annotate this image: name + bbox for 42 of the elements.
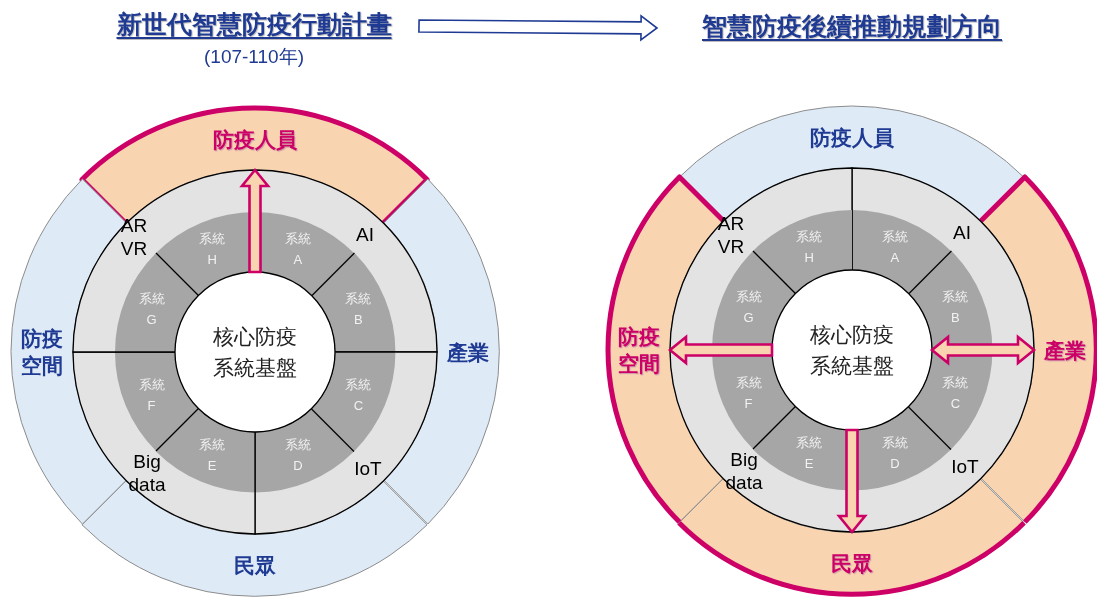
block-arrow <box>929 334 1037 366</box>
system-label: 系統 D <box>880 434 909 474</box>
title: 智慧防疫後續推動規劃方向 <box>702 11 1002 42</box>
system-label: 系統 E <box>795 434 824 474</box>
core-label: 核心防疫系統基盤 <box>809 322 895 379</box>
block-arrow <box>239 167 271 274</box>
technology-label: Big data <box>724 448 764 494</box>
system-label: 系統 H <box>198 229 227 269</box>
system-label: 系統 G <box>137 290 166 330</box>
segment-label: 防疫空間 <box>617 324 661 377</box>
segment-label: 產業 <box>1044 337 1086 364</box>
system-label: 系統 C <box>941 373 970 413</box>
segment-label: 防疫空間 <box>20 326 64 379</box>
system-label: 系統 A <box>283 229 312 269</box>
system-label: 系統 E <box>198 436 227 476</box>
technology-label: IoT <box>950 454 980 478</box>
segment-label: 防疫人員 <box>213 126 297 153</box>
subtitle: (107-110年) <box>203 45 305 69</box>
segment-label: 產業 <box>447 339 489 366</box>
title: 新世代智慧防疫行動計畫 <box>116 9 392 40</box>
technology-label: AI <box>355 222 375 246</box>
segment-label: 民眾 <box>831 550 873 577</box>
system-label: 系統 B <box>344 290 373 330</box>
system-label: 系統 F <box>734 373 763 413</box>
technology-label: AR VR <box>119 214 149 260</box>
system-label: 系統 C <box>344 375 373 415</box>
block-arrow <box>667 334 774 366</box>
technology-label: Big data <box>127 450 167 496</box>
technology-label: AI <box>952 220 972 244</box>
segment-label: 防疫人員 <box>810 124 894 151</box>
system-label: 系統 F <box>137 375 166 415</box>
system-label: 系統 G <box>734 288 763 328</box>
system-label: 系統 B <box>941 288 970 328</box>
block-arrow <box>836 428 868 535</box>
system-label: 系統 D <box>283 436 312 476</box>
system-label: 系統 H <box>795 227 824 267</box>
core-label: 核心防疫系統基盤 <box>212 324 298 381</box>
technology-label: IoT <box>353 456 383 480</box>
system-label: 系統 A <box>880 227 909 267</box>
technology-label: AR VR <box>716 212 746 258</box>
segment-label: 民眾 <box>234 552 276 579</box>
outline-arrow <box>418 14 659 42</box>
